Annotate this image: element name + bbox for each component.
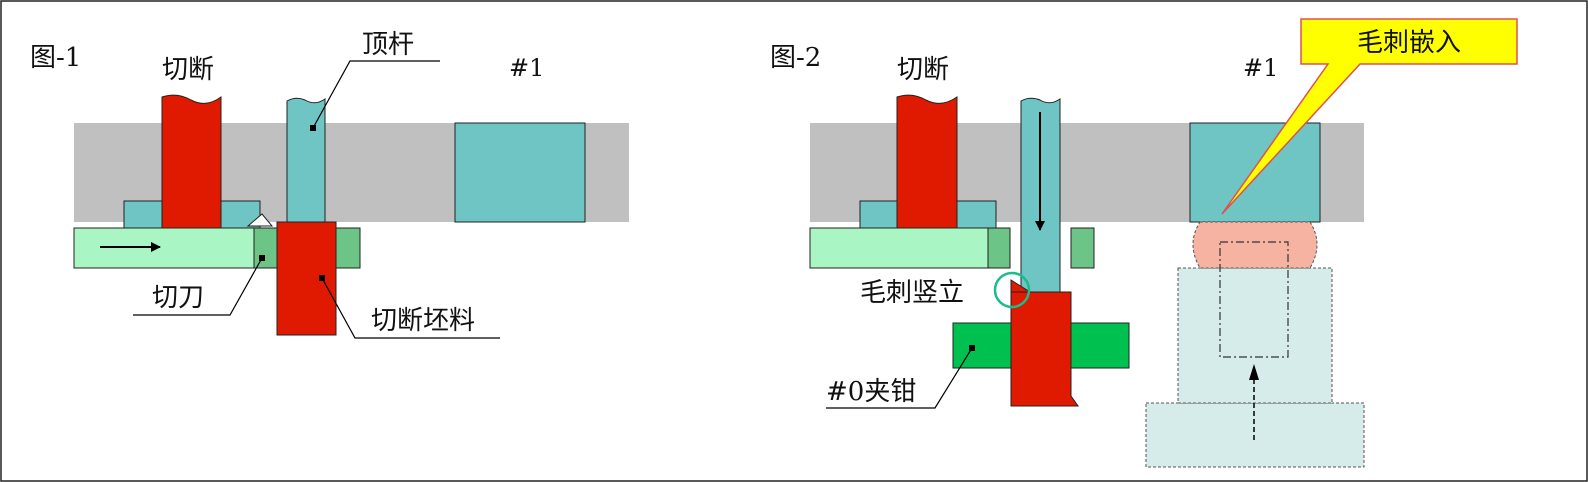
fig2-callout-box	[1221, 18, 1518, 215]
figure-2: 图-2 切断 #1 毛刺竖立 #0夹钳 毛刺嵌入	[770, 18, 1518, 468]
fig2-cut-blank	[1010, 291, 1079, 407]
fig2-up-arrow-head	[1249, 364, 1259, 380]
fig1-blank-label: 切断坯料	[371, 306, 475, 336]
fig1-cutter-leader	[133, 257, 263, 316]
fig2-lower-base	[1145, 402, 1365, 468]
fig2-upright-burr	[1010, 279, 1032, 293]
fig2-cutter-hole-right	[1070, 227, 1095, 269]
fig1-cutter-hole-right	[335, 227, 361, 269]
fig1-ejector-leader	[312, 60, 440, 129]
fig1-station-label: #1	[509, 54, 544, 82]
fig1-ejector-label: 顶杆	[362, 30, 414, 60]
fig1-station1-insert	[454, 122, 586, 223]
fig2-cut-label: 切断	[897, 55, 949, 85]
fig1-title: 图-1	[30, 43, 81, 73]
fig2-ghost-punch	[1219, 241, 1289, 358]
fig2-burr-upright-label: 毛刺竖立	[860, 278, 964, 308]
fig1-cutter-leader-dot	[259, 255, 265, 261]
fig2-cut-rod	[896, 94, 958, 229]
fig2-callout-label: 毛刺嵌入	[1357, 28, 1461, 58]
fig1-blank-leader-dot	[319, 275, 325, 281]
fig1-cut-rod	[161, 94, 222, 229]
fig2-burr-circle	[993, 271, 1031, 309]
fig1-cut-blank	[276, 221, 337, 336]
fig1-ejector-leader-dot	[310, 125, 316, 131]
fig1-cutter-label: 切刀	[152, 283, 204, 313]
fig1-blank-leader	[321, 277, 500, 339]
fig2-title: 图-2	[770, 43, 821, 73]
fig2-clamp-label: #0夹钳	[826, 377, 916, 407]
fig2-lower-die	[1177, 267, 1333, 404]
fig2-cutter-hole-left	[987, 227, 1011, 269]
fig1-cut-label: 切断	[162, 55, 214, 85]
fig1-cutter-hole-left	[253, 227, 278, 269]
fig1-burr-sliver	[246, 213, 274, 227]
figure-1: 图-1 切断 #1 顶杆 切刀 切断坯料	[30, 30, 629, 339]
fig2-station-label: #1	[1243, 54, 1278, 82]
fig2-clamp-leader-dot	[969, 345, 975, 351]
fig2-cutter-bar	[809, 227, 989, 269]
fig2-clamp-leader	[826, 347, 973, 409]
fig2-embedded-blank	[1192, 221, 1318, 269]
